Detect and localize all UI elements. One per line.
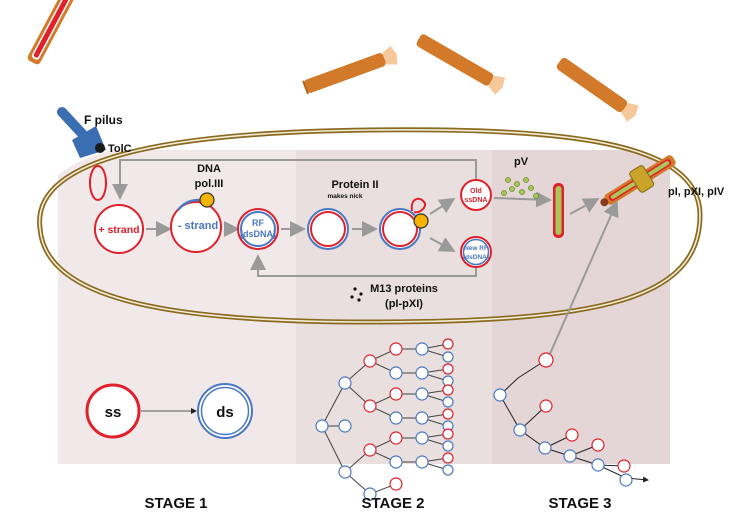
pv-protein-icons	[501, 177, 539, 199]
minus-strand-circle	[170, 201, 222, 253]
minus-strand-label: - strand	[178, 220, 218, 232]
ds-label: ds	[216, 404, 234, 421]
ss-label: ss	[105, 404, 122, 421]
pv-label: pV	[514, 156, 529, 168]
protein-ii-icon	[413, 213, 429, 229]
ds-circle	[197, 383, 253, 439]
old-ssdna-label-2: ssDNA	[465, 197, 488, 204]
f-pilus-label: F pilus	[84, 113, 123, 127]
stage2-panel	[296, 150, 492, 464]
rf-label-2: (dsDNA)	[240, 229, 276, 239]
old-ssdna-label-1: Old	[470, 188, 482, 195]
f-pilus-icon	[57, 107, 106, 158]
dna-pol-iii-icon	[199, 192, 215, 208]
plus-strand-circle	[94, 204, 144, 254]
rf-label-1: RF	[252, 218, 264, 228]
phage-icon	[416, 34, 506, 95]
nicked-rf-circle	[307, 208, 349, 250]
phage-icon	[556, 57, 639, 122]
pv-coated-ssdna	[553, 183, 564, 238]
phage-icon	[27, 0, 83, 65]
stage3-panel	[492, 150, 670, 464]
stage2-tree-nodes	[315, 338, 454, 501]
tolc-label: TolC	[108, 143, 132, 155]
old-ssdna-circle	[460, 179, 492, 211]
new-rf-circle	[460, 236, 492, 268]
new-rf-label-1: New RF	[464, 245, 488, 252]
stage-1-label: STAGE 1	[144, 495, 207, 512]
makes-nick-label: makes nick	[327, 193, 362, 200]
new-rf-label-2: (dsDNA)	[463, 254, 489, 261]
protein-ii-label: Protein II	[331, 179, 378, 191]
stage3-tree-nodes	[493, 352, 633, 487]
m13-proteins-label-2: (pI-pXI)	[385, 298, 423, 310]
plus-strand-label: + strand	[98, 224, 139, 236]
ss-circle	[85, 383, 141, 439]
entering-ssdna	[89, 165, 107, 201]
stage-2-label: STAGE 2	[361, 495, 424, 512]
dna-pol-label-2: pol.III	[195, 178, 224, 190]
m13-proteins-label-1: M13 proteins	[370, 283, 438, 295]
rf-dsdna-circle	[237, 208, 279, 250]
stage-3-label: STAGE 3	[548, 495, 611, 512]
phage-icon	[302, 45, 398, 95]
dna-pol-label-1: DNA	[197, 163, 221, 175]
m13-protein-dots	[350, 287, 363, 302]
pi-pxi-piv-label: pI, pXI, pIV	[668, 186, 725, 198]
rolling-circle	[379, 208, 421, 250]
